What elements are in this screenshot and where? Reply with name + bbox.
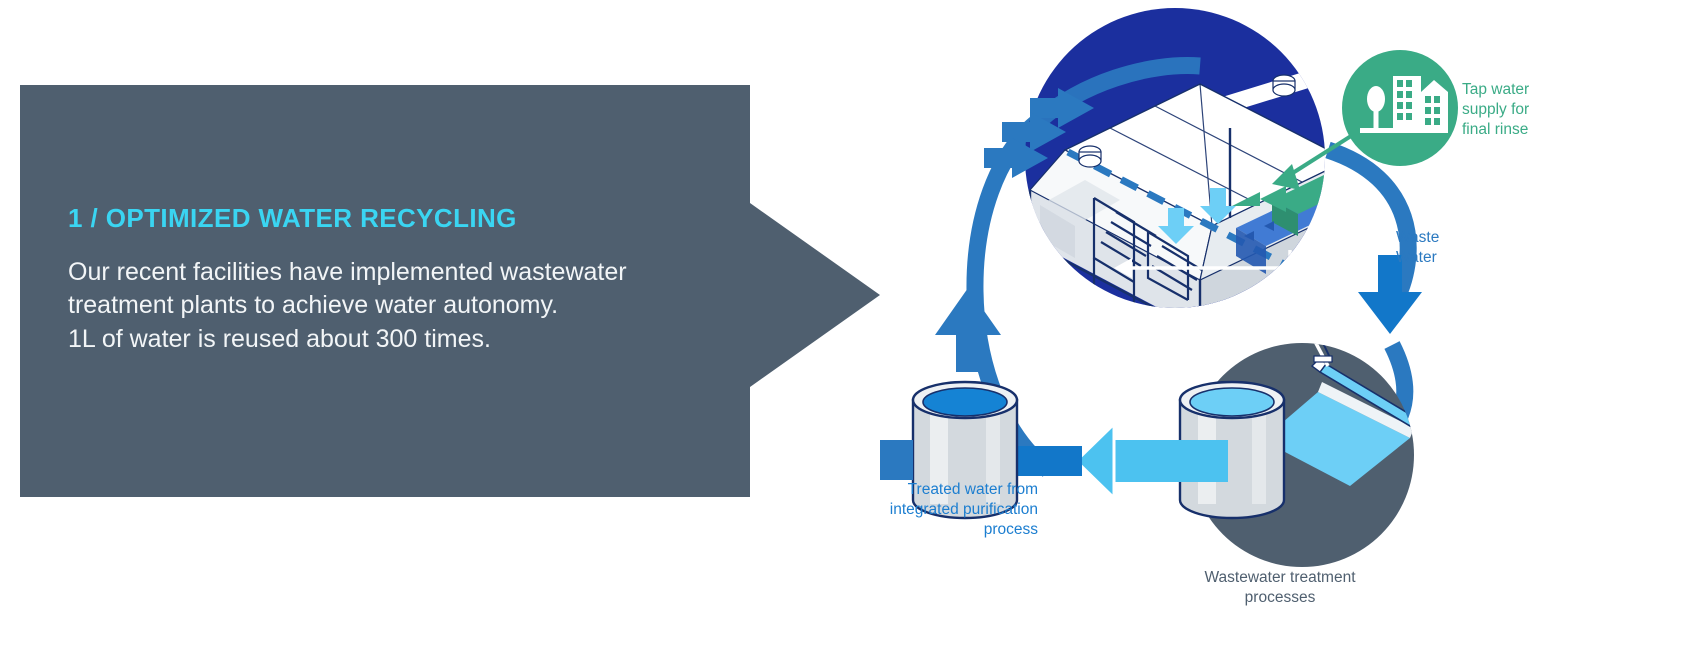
water-tank-left (911, 380, 1019, 520)
inflow-arrowheads (984, 88, 1094, 178)
filter-channel-icon (1262, 343, 1414, 486)
label-tap-water-supply: Tap water supply for final rinse (1462, 81, 1530, 138)
label-waste-water: Waste Water (1396, 229, 1440, 266)
panel-body-line-1: Our recent facilities have implemented w… (68, 258, 627, 286)
label-treated-water: Treated water from integrated purificati… (889, 481, 1038, 538)
panel-body-line-3: 1L of water is reused about 300 times. (68, 324, 491, 353)
wastewater-treatment-group (1178, 343, 1414, 567)
panel-arrow-shape (20, 85, 880, 497)
city-buildings-icon (1360, 76, 1448, 133)
label-wastewater-treatment: Wastewater treatment processes (1204, 569, 1356, 606)
cycle-arrow-left-head (935, 288, 1001, 372)
panel-body-line-2: treatment plants to achieve water autono… (68, 291, 559, 320)
panel-text-block: 1 / OPTIMIZED WATER RECYCLING Our recent… (68, 203, 728, 356)
page-title: 1 / OPTIMIZED WATER RECYCLING (68, 203, 517, 233)
transfer-arrow-light (1073, 420, 1228, 502)
info-panel: 1 / OPTIMIZED WATER RECYCLING Our recent… (20, 85, 880, 497)
water-recycling-cycle-diagram (880, 0, 1708, 671)
arc-to-tank-stub (880, 440, 913, 480)
tap-water-circle-group (1272, 50, 1458, 190)
panel-body: Our recent facilities have implemented w… (68, 256, 728, 356)
